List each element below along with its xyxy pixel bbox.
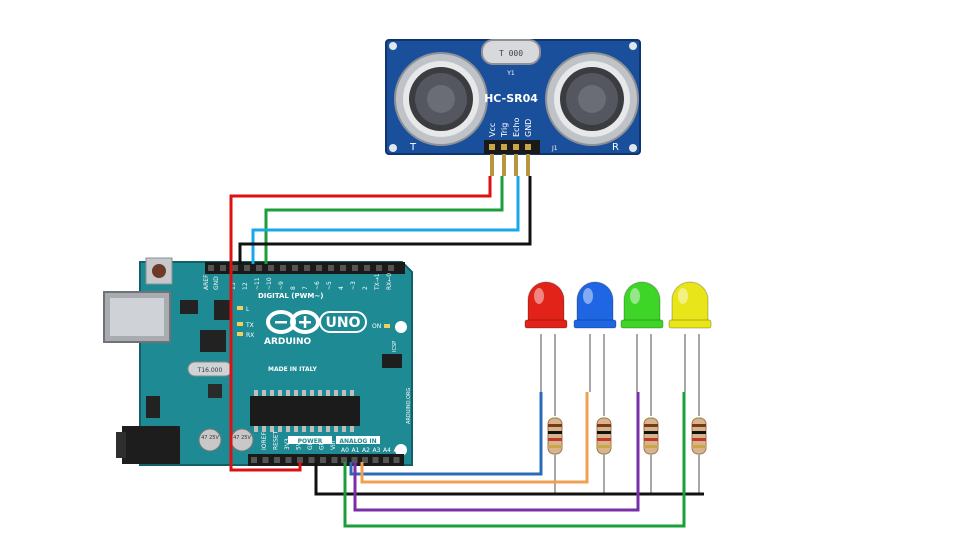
digital-pin-label: ~6 [314,281,321,290]
digital-pin-label: ~10 [266,277,273,290]
made-in-label: MADE IN ITALY [268,366,318,373]
wire-vcc [229,176,492,472]
receiver-transducer [545,52,639,146]
analog-pin-label: A1 [352,447,360,454]
usb-chip [200,330,226,352]
digital-pin-label: 8 [290,286,297,290]
wire-led-green [353,392,640,512]
digital-pin-label: ~9 [278,281,285,290]
led-green [620,281,664,494]
led-rx-label: RX [246,332,254,339]
led-l-label: L [246,306,250,313]
resistor-green [643,417,659,455]
analog-pin-label: A2 [362,447,370,454]
wire-trig [264,176,504,264]
sensor-model-label: HC-SR04 [484,92,538,105]
digital-pin-label: 12 [242,282,249,290]
sensor-crystal [481,39,541,65]
on-label: ON [372,323,381,330]
sensor-crystal-ref: Y1 [506,70,515,77]
digital-pin-label: 7 [302,286,309,290]
atmega-chip [250,396,360,426]
digital-pin-label: RX←0 [386,273,393,290]
arduino-board: 47 25V 47 25V T16.000 UNO ARDUINO MA [103,257,413,466]
wire-led-red [349,392,543,476]
ultrasonic-sensor: T 000 Y1 HC-SR04 T R J1 Vcc Trig Echo GN… [385,39,641,176]
pin-label-trig: Trig [500,123,509,138]
sensor-pin-header [484,140,540,154]
analog-pin-label: A4 [383,447,391,454]
led-yellow [668,281,712,494]
wire-gnd-bus [314,462,704,496]
digital-pin-label: ~5 [326,281,333,290]
digital-header-label: DIGITAL (PWM~) [258,292,323,300]
connector-ref: J1 [551,145,558,152]
wire-echo [251,176,520,264]
analog-pin-label: A3 [373,447,381,454]
analog-header-label: ANALOG IN [339,438,376,445]
wire-led-yellow [343,392,686,528]
wire-gnd [238,176,532,264]
power-pin-label: RESET [273,430,280,450]
aref-label: AREF [203,274,210,290]
resistor-yellow [691,417,707,455]
digital-pin-label: TX→1 [374,273,381,291]
wire-led-blue [360,392,589,484]
led-blue-bulb [576,281,614,323]
analog-pin-label: A0 [341,447,349,454]
sensor-crystal-label: T 000 [499,49,523,58]
transmitter-transducer [394,52,488,146]
led-blue [573,281,617,494]
arduino-brand: ARDUINO [264,337,312,347]
digital-pin-label: ~11 [254,277,261,290]
power-header [248,454,344,466]
resistor-red [547,417,563,455]
dc-power-jack [122,426,180,464]
digital-pin-label: 2 [362,286,369,290]
power-header-label: POWER [298,438,323,445]
arduino-model: UNO [326,315,361,331]
wiring [229,176,704,528]
analog-pin-label: A5 [394,447,402,454]
cap-label-1: 47 25V [201,435,219,441]
digital-pin-label: 4 [338,286,345,290]
digital-pin-label: ~3 [350,281,357,290]
arduino-crystal-label: T16.000 [197,367,223,374]
led-red-bulb [527,281,565,323]
gnd-top-label: GND [213,276,220,290]
receiver-mark: R [612,142,619,153]
icsp-header [382,354,402,368]
power-pin-label: Vin [330,440,337,450]
power-pin-label: 3V3 [284,438,291,450]
icsp-label: ICSP [392,341,398,352]
led-red [524,281,568,494]
website-label: ARDUINO.ORG [406,388,412,424]
reset-button-cap[interactable] [152,264,166,278]
led-array [524,281,712,494]
led-tx-label: TX [245,322,254,329]
pin-label-vcc: Vcc [488,123,497,137]
pin-label-echo: Echo [512,117,521,137]
cap-label-2: 47 25V [233,435,251,441]
led-yellow-bulb [671,281,709,323]
resistor-blue [596,417,612,455]
power-pin-label: IOREF [261,432,268,450]
transmitter-mark: T [409,142,417,153]
pin-label-gnd: GND [524,119,533,137]
power-pin-label: 5V [296,441,303,450]
led-green-bulb [623,281,661,323]
arduino-logo [266,310,320,334]
digital-pin-label: 13 [230,282,237,290]
